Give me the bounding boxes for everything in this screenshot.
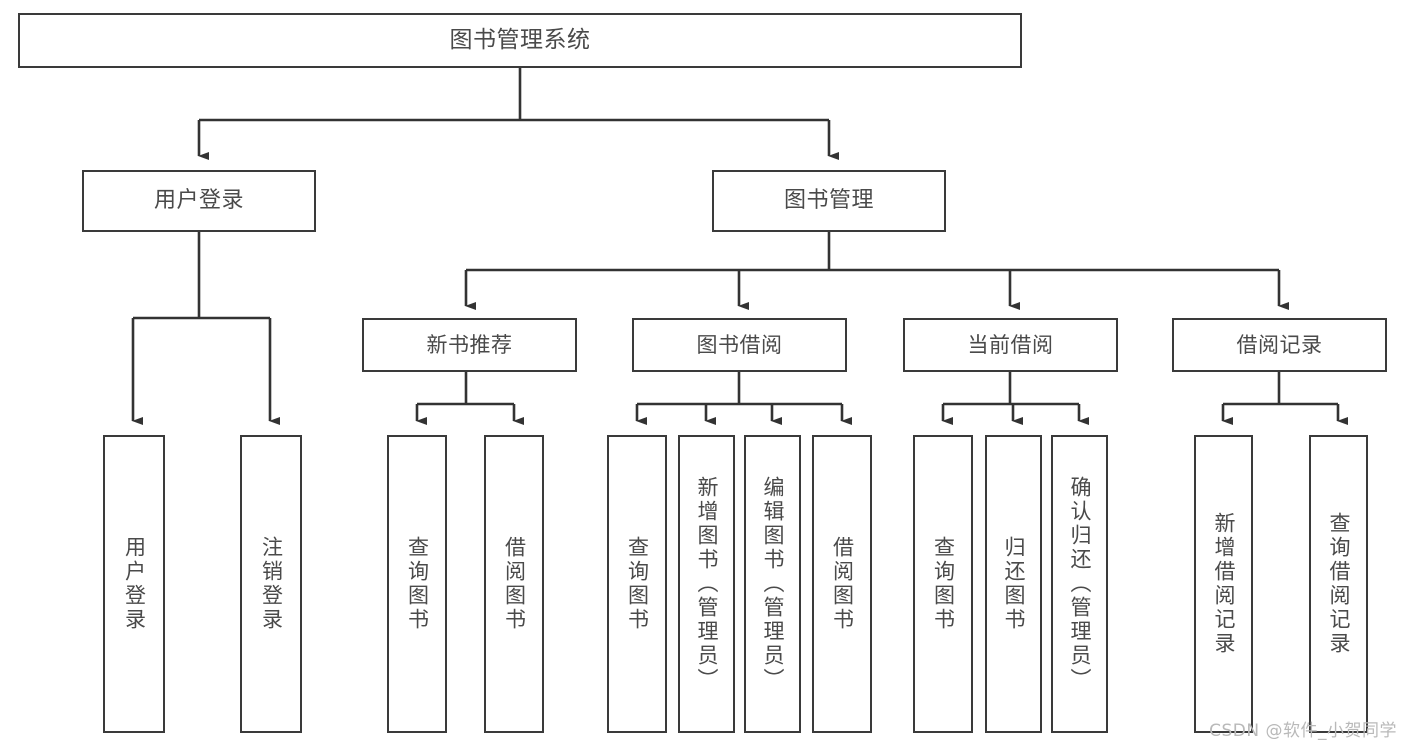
node-leaf-return-book-label: 归还图书 (1002, 536, 1026, 632)
node-book-borrow[interactable]: 图书借阅 (632, 318, 847, 372)
node-leaf-add-book-label: 新增图书（管理员） (695, 476, 719, 692)
node-leaf-return-book[interactable]: 归还图书 (985, 435, 1042, 733)
node-leaf-add-record[interactable]: 新增借阅记录 (1194, 435, 1253, 733)
node-leaf-query-record[interactable]: 查询借阅记录 (1309, 435, 1368, 733)
node-leaf-query-book-3-label: 查询图书 (931, 536, 956, 632)
node-current-borrow[interactable]: 当前借阅 (903, 318, 1118, 372)
node-book-management[interactable]: 图书管理 (712, 170, 946, 232)
node-leaf-user-logout-label: 注销登录 (259, 536, 284, 632)
node-new-book-recommend[interactable]: 新书推荐 (362, 318, 577, 372)
node-root[interactable]: 图书管理系统 (18, 13, 1022, 68)
node-leaf-add-record-label: 新增借阅记录 (1212, 512, 1236, 656)
node-leaf-borrow-book-1-label: 借阅图书 (502, 536, 527, 632)
node-leaf-query-book-1-label: 查询图书 (405, 536, 430, 632)
node-leaf-query-book-3[interactable]: 查询图书 (913, 435, 973, 733)
node-leaf-confirm-return-label: 确认归还（管理员） (1068, 476, 1092, 692)
node-user-login[interactable]: 用户登录 (82, 170, 316, 232)
node-leaf-edit-book-label: 编辑图书（管理员） (761, 476, 785, 692)
node-leaf-user-login-label: 用户登录 (122, 536, 147, 632)
node-leaf-query-book-2[interactable]: 查询图书 (607, 435, 667, 733)
node-book-management-label: 图书管理 (783, 188, 874, 214)
node-new-book-recommend-label: 新书推荐 (426, 332, 513, 357)
node-leaf-edit-book[interactable]: 编辑图书（管理员） (744, 435, 801, 733)
node-leaf-add-book[interactable]: 新增图书（管理员） (678, 435, 735, 733)
node-leaf-borrow-book-1[interactable]: 借阅图书 (484, 435, 544, 733)
node-borrow-record[interactable]: 借阅记录 (1172, 318, 1387, 372)
node-root-label: 图书管理系统 (449, 27, 591, 54)
csdn-watermark: CSDN @软件_小贺同学 (1209, 721, 1397, 741)
node-leaf-borrow-book-2[interactable]: 借阅图书 (812, 435, 872, 733)
node-leaf-query-book-2-label: 查询图书 (625, 536, 650, 632)
node-user-login-label: 用户登录 (153, 188, 244, 214)
node-leaf-query-record-label: 查询借阅记录 (1327, 512, 1351, 656)
node-leaf-borrow-book-2-label: 借阅图书 (830, 536, 855, 632)
node-leaf-user-login[interactable]: 用户登录 (103, 435, 165, 733)
node-leaf-query-book-1[interactable]: 查询图书 (387, 435, 447, 733)
node-book-borrow-label: 图书借阅 (696, 332, 783, 357)
node-leaf-confirm-return[interactable]: 确认归还（管理员） (1051, 435, 1108, 733)
node-current-borrow-label: 当前借阅 (967, 332, 1054, 357)
node-leaf-user-logout[interactable]: 注销登录 (240, 435, 302, 733)
node-borrow-record-label: 借阅记录 (1236, 332, 1323, 357)
